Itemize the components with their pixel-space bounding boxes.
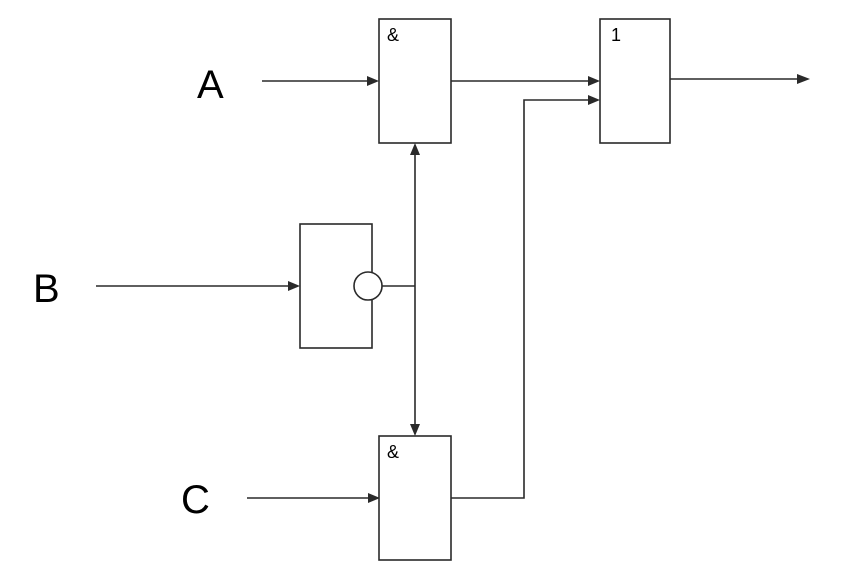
- and-gate-bottom-symbol: &: [387, 442, 399, 462]
- and-gate-bottom: [378, 435, 452, 561]
- arrowhead-a-in: [367, 76, 379, 86]
- arrowhead-or-in-bottom: [588, 95, 600, 105]
- and-gate-top: [378, 18, 452, 144]
- wire-and-bottom-to-or: [451, 99, 591, 499]
- or-gate-symbol: 1: [611, 25, 621, 45]
- input-label-b: B: [33, 267, 60, 311]
- arrowhead-down-to-and-bottom: [410, 424, 420, 436]
- not-gate-inversion-bubble: [353, 271, 383, 301]
- arrowhead-up-to-and-top: [410, 143, 420, 155]
- or-gate: [599, 18, 671, 144]
- input-label-a: A: [197, 63, 224, 107]
- arrowhead-c-in: [368, 493, 380, 503]
- input-label-c: C: [181, 478, 210, 522]
- arrowhead-output: [797, 74, 810, 84]
- arrowhead-b-in: [288, 281, 300, 291]
- and-gate-top-symbol: &: [387, 25, 399, 45]
- arrowhead-or-in-top: [588, 76, 600, 86]
